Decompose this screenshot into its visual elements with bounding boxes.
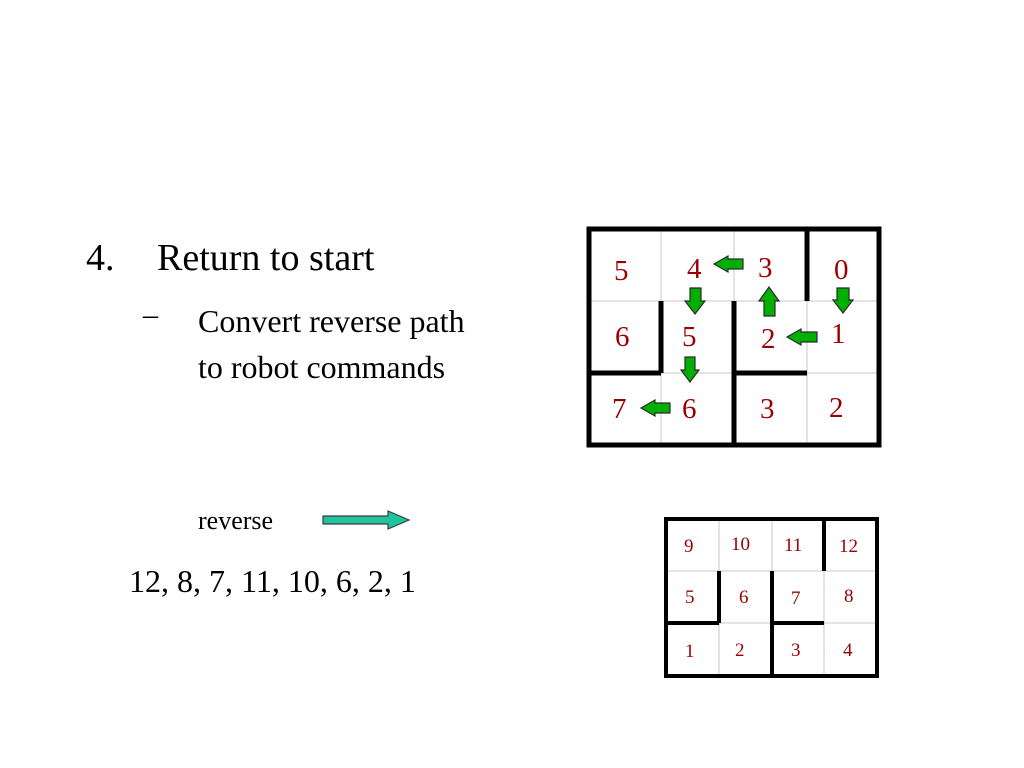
maze-bottom-label: 5 (685, 587, 695, 608)
maze-top-label: 4 (687, 253, 702, 285)
maze-bottom: 9 10 11 12 5 6 7 8 1 2 3 4 (664, 517, 879, 678)
arrow-down-icon (679, 356, 701, 383)
bullet-number: 4. (86, 237, 115, 279)
maze-bottom-label: 2 (735, 640, 745, 661)
maze-top-walls (589, 229, 810, 445)
reverse-label: reverse (198, 506, 274, 535)
arrow-left-icon (712, 254, 744, 274)
maze-top-label: 1 (831, 318, 846, 350)
maze-top-label: 0 (834, 254, 849, 286)
bullet-title: Return to start (157, 237, 375, 279)
maze-bottom-label: 11 (784, 535, 802, 556)
maze-bottom-label: 12 (839, 536, 858, 557)
maze-bottom-label: 6 (739, 587, 749, 608)
maze-bottom-label: 9 (684, 536, 694, 557)
maze-bottom-label: 10 (731, 534, 750, 555)
maze-top-label: 6 (615, 321, 630, 353)
reverse-arrow-icon (322, 510, 411, 530)
sub-bullet-dash: – (143, 298, 158, 331)
maze-top-label: 2 (761, 323, 776, 355)
maze-top-label: 5 (614, 255, 629, 287)
maze-bottom-label: 1 (685, 641, 695, 662)
arrow-left-icon (785, 327, 818, 347)
maze-top-label: 5 (682, 321, 697, 353)
maze-bottom-label: 4 (843, 640, 853, 661)
maze-bottom-label: 7 (791, 588, 801, 609)
maze-top-label: 3 (758, 252, 773, 284)
maze-top-label: 7 (612, 393, 627, 425)
maze-bottom-label: 8 (844, 586, 854, 607)
maze-top-label: 2 (829, 392, 844, 424)
arrow-down-icon (683, 287, 707, 315)
arrow-up-icon (757, 285, 781, 317)
maze-top: 5 4 3 0 6 5 2 1 7 6 3 2 (586, 226, 882, 448)
reverse-sequence: 12, 8, 7, 11, 10, 6, 2, 1 (129, 563, 416, 599)
arrow-down-icon (831, 287, 855, 314)
maze-bottom-walls (666, 519, 826, 676)
maze-top-label: 6 (682, 393, 697, 425)
maze-top-label: 3 (760, 393, 775, 425)
arrow-left-icon (639, 398, 671, 418)
sub-bullet-text: Convert reverse path to robot commands (198, 303, 465, 385)
maze-bottom-label: 3 (791, 640, 801, 661)
